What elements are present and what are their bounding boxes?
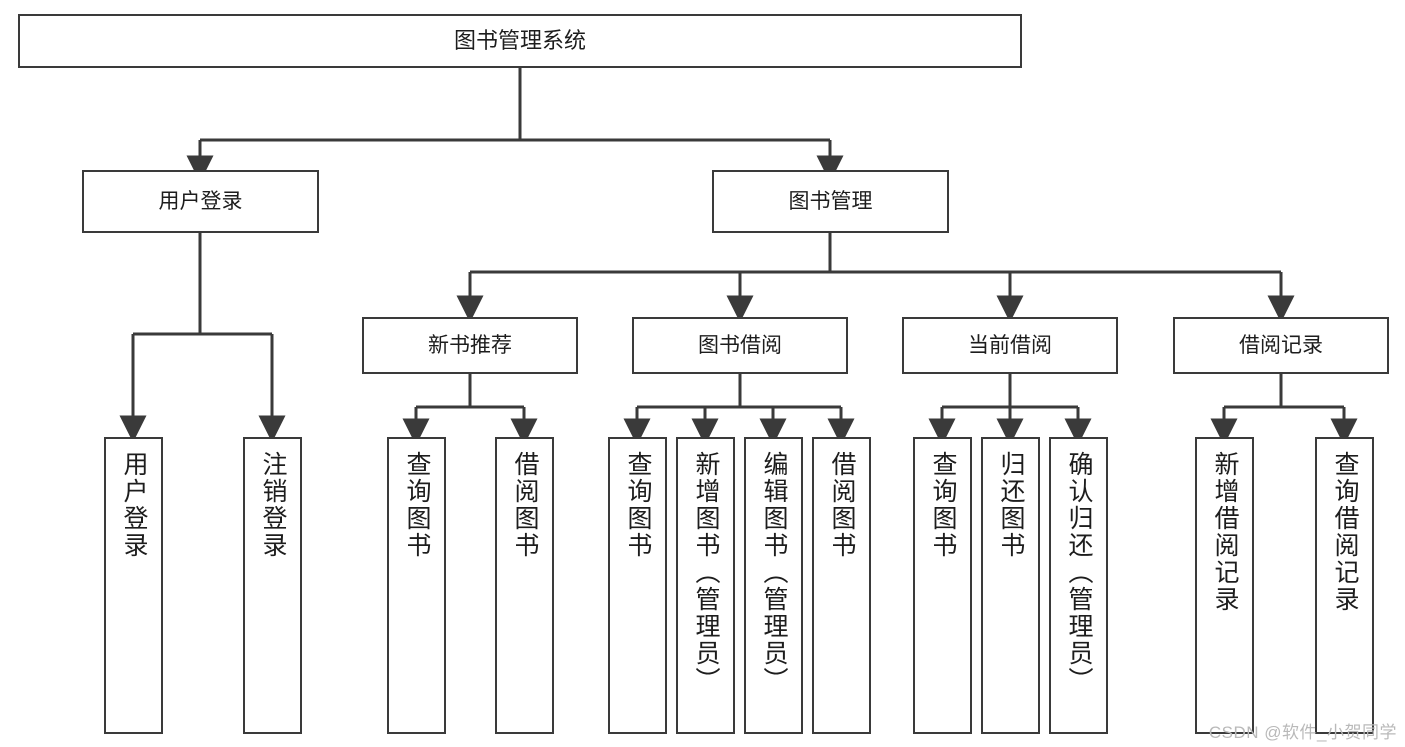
leaf-record-query-record[interactable]: 查询借阅记录 xyxy=(1315,437,1374,734)
leaf-current-query-book[interactable]: 查询图书 xyxy=(913,437,972,734)
node-label: 查询图书 xyxy=(624,451,652,559)
node-book-borrow[interactable]: 图书借阅 xyxy=(632,317,848,374)
leaf-borrow-edit-book[interactable]: 编辑图书（管理员） xyxy=(744,437,803,734)
node-label: 图书管理 xyxy=(788,189,873,213)
node-label: 注销登录 xyxy=(259,451,287,559)
leaf-borrow-add-book[interactable]: 新增图书（管理员） xyxy=(676,437,735,734)
leaf-current-return-book[interactable]: 归还图书 xyxy=(981,437,1040,734)
leaf-user-login-logout[interactable]: 注销登录 xyxy=(243,437,302,734)
node-current-borrow[interactable]: 当前借阅 xyxy=(902,317,1118,374)
node-book-management[interactable]: 图书管理 xyxy=(712,170,949,233)
leaf-record-add-record[interactable]: 新增借阅记录 xyxy=(1195,437,1254,734)
node-label: 归还图书 xyxy=(997,451,1025,559)
node-borrow-record[interactable]: 借阅记录 xyxy=(1173,317,1389,374)
node-root-system[interactable]: 图书管理系统 xyxy=(18,14,1022,68)
leaf-current-confirm-return[interactable]: 确认归还（管理员） xyxy=(1049,437,1108,734)
node-label: 新增图书（管理员） xyxy=(692,451,720,694)
node-label: 编辑图书（管理员） xyxy=(760,451,788,694)
leaf-recommend-borrow-book[interactable]: 借阅图书 xyxy=(495,437,554,734)
node-label: 图书借阅 xyxy=(698,333,782,357)
node-new-book-recommend[interactable]: 新书推荐 xyxy=(362,317,578,374)
leaf-borrow-query-book[interactable]: 查询图书 xyxy=(608,437,667,734)
node-label: 当前借阅 xyxy=(968,333,1052,357)
node-label: 借阅记录 xyxy=(1239,333,1323,357)
node-label: 借阅图书 xyxy=(828,451,856,559)
node-label: 新书推荐 xyxy=(428,333,512,357)
leaf-borrow-borrow-book[interactable]: 借阅图书 xyxy=(812,437,871,734)
node-label: 查询图书 xyxy=(403,451,431,559)
node-label: 用户登录 xyxy=(120,451,148,559)
node-label: 确认归还（管理员） xyxy=(1065,451,1093,694)
watermark-text: CSDN @软件_小贺同学 xyxy=(1208,723,1397,742)
leaf-recommend-query-book[interactable]: 查询图书 xyxy=(387,437,446,734)
leaf-user-login-login[interactable]: 用户登录 xyxy=(104,437,163,734)
node-label: 查询借阅记录 xyxy=(1331,451,1359,613)
node-label: 借阅图书 xyxy=(511,451,539,559)
node-label: 图书管理系统 xyxy=(453,27,586,53)
node-label: 查询图书 xyxy=(929,451,957,559)
node-label: 用户登录 xyxy=(158,189,243,213)
node-user-login[interactable]: 用户登录 xyxy=(82,170,319,233)
node-label: 新增借阅记录 xyxy=(1211,451,1239,613)
